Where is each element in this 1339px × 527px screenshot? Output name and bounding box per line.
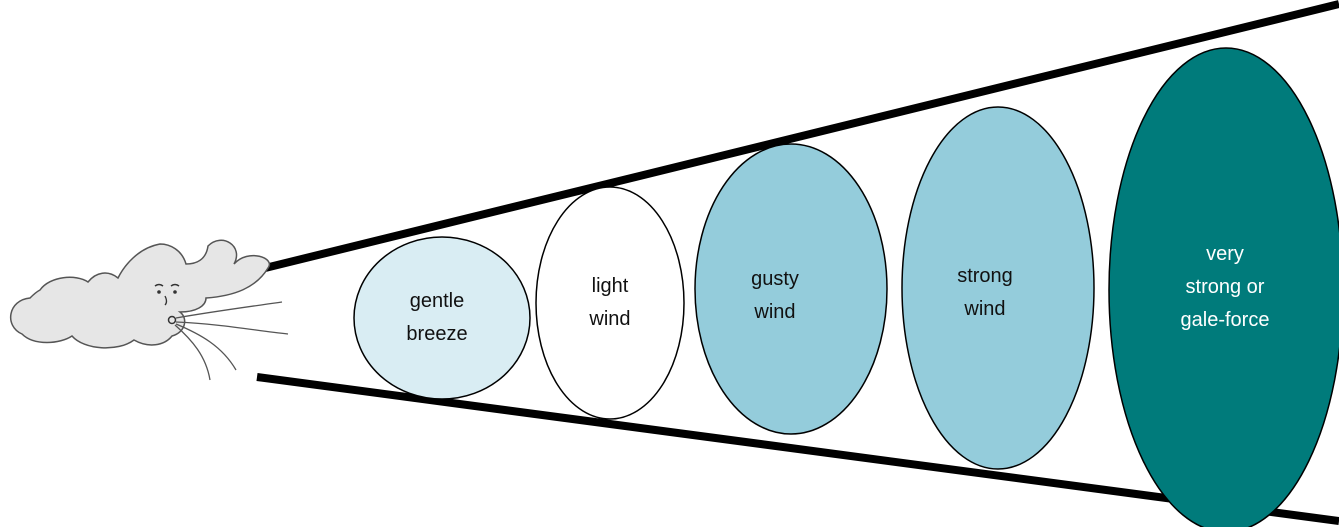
stage-label-line: wind: [964, 298, 1006, 320]
stage-label-line: light: [591, 275, 629, 297]
stage-ellipse-light-wind: [535, 186, 685, 420]
stage-label-line: very: [1206, 242, 1244, 265]
stage-ellipse-strong-wind: [901, 106, 1095, 470]
stage-ellipse-gale-force: [1108, 47, 1339, 527]
stage-label-line: gentle: [409, 290, 465, 312]
cone-bottom-line: [256, 373, 1339, 525]
stage-label-line: strong or: [1185, 275, 1265, 298]
stage-label-strong-wind: strong wind: [910, 245, 1060, 341]
cone-top-line: [256, 0, 1339, 274]
stage-label-line: gusty: [751, 268, 799, 290]
stage-label-line: strong: [957, 265, 1013, 287]
stage-label-line: gale-force: [1180, 308, 1270, 331]
stage-label-line: wind: [754, 301, 796, 323]
blowing-cloud-face-icon: [9, 239, 289, 381]
stage-label-gentle-breeze: gentle breeze: [362, 270, 512, 366]
stage-ellipse-gentle-breeze: [353, 236, 531, 400]
stage-ellipse-gusty-wind: [694, 143, 888, 435]
stage-label-gale-force: very strong or gale-force: [1145, 222, 1305, 352]
stage-label-line: breeze: [406, 323, 468, 345]
stage-label-gusty-wind: gusty wind: [700, 248, 850, 344]
stage-label-light-wind: light wind: [540, 255, 680, 351]
stage-label-line: wind: [589, 308, 631, 330]
